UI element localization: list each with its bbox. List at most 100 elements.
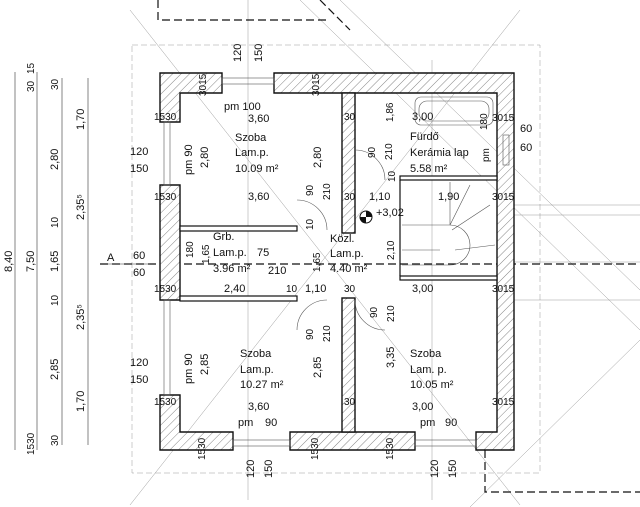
room-floor: Lam.p. [235, 147, 269, 159]
dim: 3015 [492, 113, 515, 124]
dim: 2,40 [224, 283, 245, 295]
dim: 10 [50, 294, 61, 306]
room-grb: Grb. Lam.p. 75 3.96 m² 210 180 1,65 2,40… [185, 231, 515, 295]
dim: 150 [130, 374, 148, 386]
dim: 30 [50, 434, 61, 446]
dim: 120 [130, 357, 148, 369]
dim: 30 [344, 192, 356, 203]
dim: 3015 [492, 192, 515, 203]
roof-outline-top [157, 0, 351, 31]
dimension-lines [14, 72, 150, 450]
dim: 2,80 [199, 147, 211, 168]
dim: 2,85 [49, 359, 61, 380]
dim-total-840: 8,40 [3, 251, 15, 272]
dim: 30 [344, 397, 356, 408]
dim: 1,70 [75, 391, 87, 412]
room-name: Szoba [240, 348, 272, 360]
dim: 10 [50, 216, 61, 228]
dim: 10 [305, 218, 316, 230]
dim: 3,35 [385, 347, 397, 368]
dim: 180 [185, 241, 196, 258]
room-szoba-2: 90 210 Szoba Lam.p. 10.27 m² 2,85 2,85 p… [183, 325, 333, 429]
room-floor: Lam.p. [213, 247, 247, 259]
dim: 10 [387, 170, 398, 182]
dim: pm 100 [224, 101, 261, 113]
dim: 3,60 [248, 401, 269, 413]
door-swings [296, 149, 386, 331]
room-name: Szoba [235, 132, 267, 144]
dim: 1530 [154, 112, 177, 123]
dim: 3,00 [412, 111, 433, 123]
dim: pm [481, 148, 492, 162]
dim: 75 [257, 247, 269, 259]
room-floor: Lam. p. [410, 364, 447, 376]
room-furdo: 1,86 3,00 180 Fürdő Kerámia lap 5.58 m² … [367, 102, 532, 203]
dim: 1,86 [385, 102, 396, 122]
dim: 210 [384, 143, 395, 160]
dim: 90 [369, 306, 380, 318]
dim: 60 [520, 142, 532, 154]
dim: 30 [344, 284, 356, 295]
dim: 1,65 [201, 244, 212, 264]
level-marker-icon [359, 210, 373, 224]
dim: pm [420, 417, 435, 429]
dim: 3015 [492, 284, 515, 295]
dim: 120 [232, 44, 244, 62]
dim: 210 [322, 183, 333, 200]
dim: 150 [263, 460, 275, 478]
dim: 60 [133, 267, 145, 279]
room-area: 10.09 m² [235, 163, 279, 175]
dim: 30 [50, 78, 61, 90]
dim-750: 7,50 [25, 251, 37, 272]
dim: 1530 [154, 192, 177, 203]
dim: 3015 [198, 73, 209, 96]
dim: 1530 [310, 437, 321, 460]
dim: 210 [322, 325, 333, 342]
room-name: Fürdő [410, 131, 439, 143]
dim: 90 [367, 146, 378, 158]
dim: 3,60 [248, 191, 269, 203]
section-marker: A [107, 252, 115, 264]
dim: 3,00 [412, 401, 433, 413]
dim: 60 [133, 250, 145, 262]
level-mark: +3,02 [376, 207, 404, 219]
room-szoba-1: pm 100 3,60 Szoba Lam.p. 10.09 m² 3,60 2… [183, 101, 356, 203]
room-floor: Kerámia lap [410, 147, 469, 159]
dim: 210 [386, 305, 397, 322]
dim: 1530 [385, 437, 396, 460]
roof-outline-bottom [484, 450, 640, 493]
room-floor: Lam.p. [330, 248, 364, 260]
room-area: 5.58 m² [410, 163, 448, 175]
room-area: 3.96 m² [213, 263, 251, 275]
dim: 120 [429, 460, 441, 478]
dim: 2,80 [49, 149, 61, 170]
room-area: 4.40 m² [330, 263, 368, 275]
dim: 1530 [26, 432, 37, 455]
wall-dims: 1530 1530 1530 1530 3015 3015 1530 1530 … [154, 73, 396, 460]
dim: 1530 [197, 437, 208, 460]
dim: 2,80 [312, 147, 324, 168]
dim: 2,85 [312, 357, 324, 378]
dim: 2,35⁵ [75, 304, 87, 330]
dim: 120 [130, 146, 148, 158]
room-kozl: 1,10 1,90 +3,02 90 210 10 Közl. Lam.p. 4… [305, 183, 459, 275]
dim: 1,70 [75, 109, 87, 130]
dim: 150 [447, 460, 459, 478]
dim: 1,65 [49, 251, 61, 272]
dim: 2,85 [199, 354, 211, 375]
dim: 90 [265, 417, 277, 429]
room-szoba-3: 90 210 3,35 Szoba Lam. p. 10.05 m² 3,00 … [344, 305, 515, 429]
dim: 30 [26, 80, 37, 92]
dim: pm 90 [183, 353, 195, 384]
dim: 3015 [492, 397, 515, 408]
room-name: Szoba [410, 348, 442, 360]
dim: pm [238, 417, 253, 429]
dim: 150 [130, 163, 148, 175]
room-area: 10.05 m² [410, 379, 454, 391]
room-area: 10.27 m² [240, 379, 284, 391]
dim: 150 [253, 44, 265, 62]
dim: 1,10 [369, 191, 390, 203]
dim: 180 [479, 113, 490, 130]
dim: 90 [305, 184, 316, 196]
